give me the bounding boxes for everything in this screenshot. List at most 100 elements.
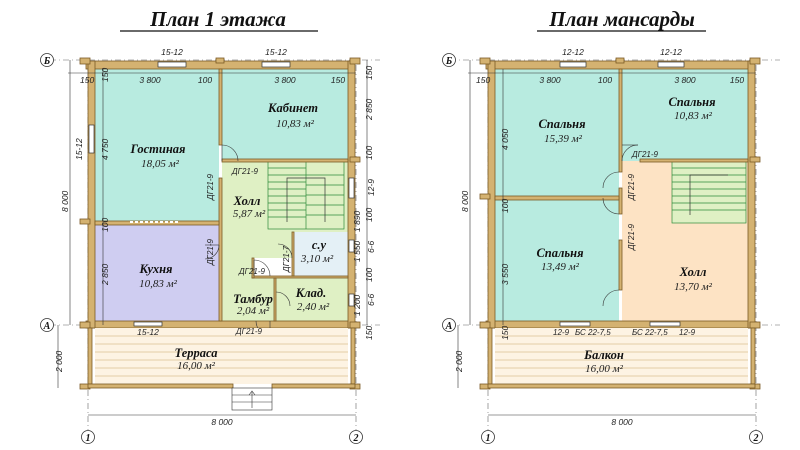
room-storage bbox=[276, 278, 348, 321]
dim-top-100: 100 bbox=[198, 75, 212, 85]
attic-hall-name: Холл bbox=[679, 265, 707, 279]
window-label-bottom: 15-12 bbox=[137, 327, 159, 337]
office-area: 10,83 м² bbox=[276, 118, 315, 130]
kitchen-area: 10,83 м² bbox=[139, 278, 178, 290]
window-label-r3: 6-6 bbox=[366, 293, 376, 306]
dim-left-2850: 2 850 bbox=[100, 263, 110, 286]
dim-left-4750: 4 750 bbox=[100, 138, 110, 160]
dim-left-100: 100 bbox=[100, 218, 110, 232]
title-attic: План мансарды bbox=[548, 7, 695, 31]
axis-1-floor1: 1 bbox=[86, 433, 91, 444]
window-label-r1: 12-9 bbox=[366, 179, 376, 196]
bed3-name: Спальня bbox=[536, 246, 584, 260]
attic-bedroom2 bbox=[622, 69, 748, 161]
terrace bbox=[95, 328, 348, 384]
attic-door-label-1: ДГ21-9 bbox=[631, 150, 659, 159]
attic-window-b4: 12-9 bbox=[679, 328, 696, 337]
storage-area: 2,40 м² bbox=[297, 301, 330, 313]
attic-dim-top-3800b: 3 800 bbox=[674, 75, 696, 85]
dim-left-8000: 8 000 bbox=[60, 190, 70, 212]
attic-window-b3: БС 22-7,5 bbox=[632, 328, 668, 337]
dim-right-2850: 2 850 bbox=[364, 98, 374, 121]
door-label-6: ДГ21-9 bbox=[235, 327, 263, 336]
room-living bbox=[95, 69, 219, 222]
balcony-area: 16,00 м² bbox=[585, 363, 624, 375]
dim-right-150b: 150 bbox=[364, 326, 374, 340]
window-label-top2: 15-12 bbox=[265, 47, 287, 57]
vestibule-area: 2,04 м² bbox=[237, 305, 270, 317]
hall-area: 5,87 м² bbox=[233, 208, 266, 220]
attic-dim-top-150a: 150 bbox=[476, 75, 490, 85]
kitchen-name: Кухня bbox=[139, 262, 174, 276]
title-floor1: План 1 этажа bbox=[149, 7, 286, 31]
attic-window-b1: 12-9 bbox=[553, 328, 570, 337]
dim-top-150b: 150 bbox=[331, 75, 345, 85]
attic-window-top1: 12-12 bbox=[562, 47, 584, 57]
storage-name: Клад. bbox=[295, 286, 326, 300]
dim-right-1890: 1 890 bbox=[352, 210, 362, 232]
dim-top-3800b: 3 800 bbox=[274, 75, 296, 85]
office-name: Кабинет bbox=[267, 101, 318, 115]
window-label-r2: 6-6 bbox=[366, 240, 376, 253]
dim-bottom-8000: 8 000 bbox=[211, 417, 233, 427]
dim-right-1550: 1 550 bbox=[352, 240, 362, 262]
bed1-name: Спальня bbox=[538, 117, 586, 131]
attic-dim-top-3800a: 3 800 bbox=[539, 75, 561, 85]
door-label-4: ДГ21-7 bbox=[282, 245, 291, 273]
balcony-name: Балкон bbox=[583, 348, 624, 362]
terrace-area: 16,00 м² bbox=[177, 360, 216, 372]
hall-name: Холл bbox=[233, 194, 261, 208]
attic-window-top2: 12-12 bbox=[660, 47, 682, 57]
attic-dim-left-3550: 3 550 bbox=[500, 263, 510, 285]
stairs-attic bbox=[671, 160, 747, 224]
attic-dim-left-150: 150 bbox=[500, 326, 510, 340]
axis-2-attic: 2 bbox=[753, 433, 759, 444]
attic-window-b2: БС 22-7,5 bbox=[575, 328, 611, 337]
terrace-name: Терраса bbox=[175, 346, 218, 360]
room-wc bbox=[294, 232, 348, 276]
bed3-area: 13,49 м² bbox=[541, 261, 580, 273]
axis-a-attic: А bbox=[445, 321, 453, 332]
axis-b-attic: Б bbox=[445, 56, 453, 67]
dim-top-150a: 150 bbox=[80, 75, 94, 85]
living-area: 18,05 м² bbox=[141, 158, 180, 170]
dim-right-100c: 100 bbox=[364, 268, 374, 282]
bed2-area: 10,83 м² bbox=[674, 110, 713, 122]
dim-right-100a: 100 bbox=[364, 146, 374, 160]
attic-door-label-3: ДГ21-9 bbox=[627, 223, 636, 251]
room-office bbox=[222, 69, 348, 161]
balcony bbox=[495, 328, 748, 384]
dim-right-1200: 1 200 bbox=[352, 294, 362, 316]
wc-area: 3,10 м² bbox=[300, 253, 334, 265]
attic-hall-area: 13,70 м² bbox=[674, 281, 713, 293]
door-label-3: ДГ21-9 bbox=[206, 238, 215, 266]
stairs-floor1 bbox=[267, 160, 345, 230]
vestibule-name: Тамбур bbox=[233, 292, 273, 306]
dim-top-3800a: 3 800 bbox=[139, 75, 161, 85]
door-label-1: ДГ21-9 bbox=[231, 167, 259, 176]
attic-dim-left-8000: 8 000 bbox=[460, 190, 470, 212]
dim-left-150: 150 bbox=[100, 68, 110, 82]
axis-2-floor1: 2 bbox=[353, 433, 359, 444]
attic-plan: Спальня 15,39 м² Спальня 10,83 м² Спальн… bbox=[442, 47, 780, 444]
wc-name: с.у bbox=[312, 238, 327, 252]
window-label-left: 15-12 bbox=[74, 138, 84, 160]
axis-1-attic: 1 bbox=[486, 433, 491, 444]
attic-dim-balcony-2000: 2 000 bbox=[454, 350, 464, 373]
dim-terrace-2000: 2 000 bbox=[54, 350, 64, 373]
dim-right-100b: 100 bbox=[364, 208, 374, 222]
door-label-2: ДГ21-9 bbox=[206, 173, 215, 201]
attic-dim-top-150b: 150 bbox=[730, 75, 744, 85]
window-label-top1: 15-12 bbox=[161, 47, 183, 57]
door-label-5: ДГ21-9 bbox=[238, 267, 266, 276]
attic-dim-top-100: 100 bbox=[598, 75, 612, 85]
dim-right-150a: 150 bbox=[364, 66, 374, 80]
attic-bedroom3 bbox=[495, 200, 619, 321]
room-hall bbox=[222, 161, 294, 321]
bed2-name: Спальня bbox=[668, 95, 716, 109]
floor1-plan: Гостиная 18,05 м² Кабинет 10,83 м² Холл … bbox=[40, 47, 380, 444]
attic-dim-left-4050: 4 050 bbox=[500, 128, 510, 150]
axis-a-floor1: А bbox=[43, 321, 51, 332]
axis-b-floor1: Б bbox=[43, 56, 51, 67]
attic-dim-left-100: 100 bbox=[500, 199, 510, 213]
